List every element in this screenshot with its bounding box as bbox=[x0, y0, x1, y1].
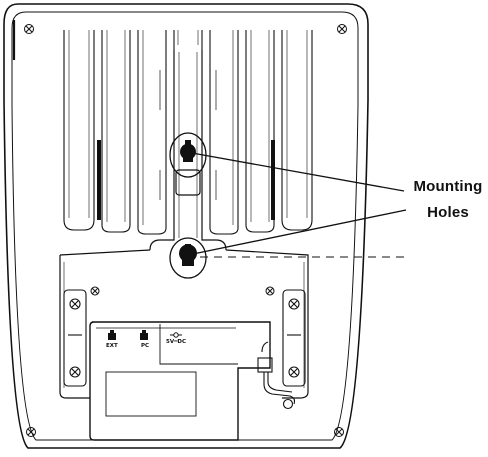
callout-line-1: Mounting bbox=[413, 178, 482, 195]
port-bay bbox=[89, 321, 271, 441]
leader-line-upper bbox=[191, 152, 405, 192]
power-dc-icon bbox=[170, 332, 182, 338]
screw-top-right bbox=[337, 24, 347, 34]
leader-lines bbox=[191, 152, 407, 258]
callout-line-2: Holes bbox=[427, 204, 469, 221]
phone-housing bbox=[3, 3, 369, 449]
ext-port-label: EXT bbox=[106, 343, 118, 349]
screw-bottom-right bbox=[334, 427, 344, 437]
leader-line-lower bbox=[192, 209, 407, 255]
panel-screws bbox=[90, 286, 275, 296]
side-clip-left bbox=[63, 289, 87, 387]
side-clip-right bbox=[282, 289, 306, 387]
screw-bottom-left bbox=[26, 427, 36, 437]
rear-panel bbox=[59, 249, 309, 399]
dc-port-label: 5V═DC bbox=[166, 339, 186, 345]
pc-port-label: PC bbox=[141, 343, 149, 349]
screw-top-left bbox=[24, 24, 34, 34]
corner-screws bbox=[24, 24, 347, 437]
handset-cable bbox=[257, 341, 296, 410]
grip-bars bbox=[97, 140, 275, 220]
mounting-hole-lower bbox=[169, 237, 207, 279]
ethernet-icon bbox=[108, 330, 116, 340]
stand-slots bbox=[63, 30, 313, 235]
pc-icon bbox=[140, 330, 148, 340]
